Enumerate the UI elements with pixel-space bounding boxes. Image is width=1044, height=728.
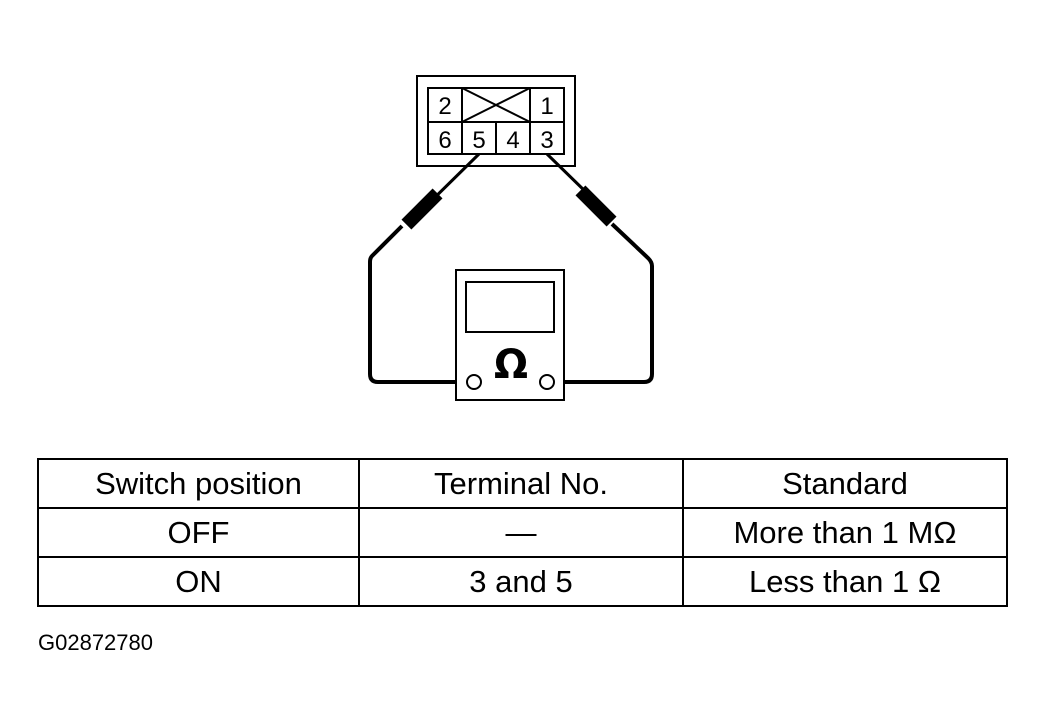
ohmmeter-display: [465, 281, 555, 333]
figure-id: G02872780: [38, 630, 153, 655]
ohm-symbol: Ω: [494, 342, 528, 388]
pin-label-5: 5: [472, 127, 485, 154]
pin-label-4: 4: [506, 127, 519, 154]
connector: 2 1 6 5 4 3: [416, 75, 576, 167]
pin-label-6: 6: [438, 127, 451, 154]
left-terminal: [466, 374, 482, 390]
right-terminal: [539, 374, 555, 390]
cell-standard: Less than 1 Ω: [682, 556, 1008, 607]
left-probe-handle: [401, 188, 443, 230]
cell-switch-position: OFF: [37, 507, 360, 558]
pin-label-1: 1: [540, 93, 553, 120]
table-header-row: Switch position Terminal No. Standard: [37, 458, 1008, 509]
header-terminal-no: Terminal No.: [358, 458, 684, 509]
left-probe-lead: [368, 152, 481, 384]
header-standard: Standard: [682, 458, 1008, 509]
pin-label-2: 2: [438, 93, 451, 120]
right-probe-handle: [575, 185, 617, 227]
table-row: ON 3 and 5 Less than 1 Ω: [37, 556, 1008, 607]
ohmmeter: Ω: [455, 269, 565, 401]
specification-table: Switch position Terminal No. Standard OF…: [37, 458, 1008, 607]
cell-standard: More than 1 MΩ: [682, 507, 1008, 558]
table-row: OFF — More than 1 MΩ: [37, 507, 1008, 558]
pin-label-3: 3: [540, 127, 553, 154]
blank-cavity-x-mark: [461, 87, 531, 123]
circuit-diagram: 2 1 6 5 4 3 Ω: [368, 75, 654, 401]
cell-terminal-no: 3 and 5: [358, 556, 684, 607]
header-switch-position: Switch position: [37, 458, 360, 509]
cell-terminal-no: —: [358, 507, 684, 558]
cell-switch-position: ON: [37, 556, 360, 607]
right-probe-lead: [545, 152, 654, 384]
